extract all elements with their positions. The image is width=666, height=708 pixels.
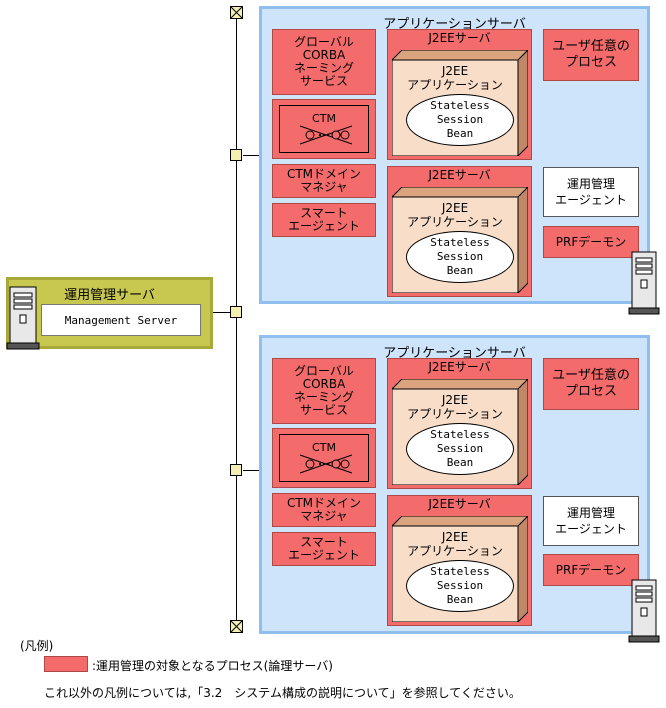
j2ee-server-box: J2EEサーバ J2EE アプリケーション Stateless Session … <box>387 166 532 297</box>
network-node-1 <box>230 149 242 161</box>
naming-service-box: グローバル CORBA ネーミング サービス <box>272 29 376 95</box>
link-line-1 <box>243 155 259 156</box>
smart-agent-box: スマート エージェント <box>272 203 376 237</box>
legend-swatch <box>44 656 88 672</box>
j2ee-server-title: J2EEサーバ <box>428 497 491 511</box>
app-server-title: アプリケーションサーバ <box>383 346 526 361</box>
stateless-session-bean: Stateless Session Bean <box>406 94 514 146</box>
app-server-title: アプリケーションサーバ <box>383 17 526 32</box>
j2ee-application-cube: J2EE アプリケーション Stateless Session Bean <box>392 516 528 622</box>
computer-icon <box>6 286 40 350</box>
legend-note: これ以外の凡例については,「3.2 システム構成の説明について」を参照してくださ… <box>44 686 521 700</box>
ctm-label: CTM <box>312 441 336 454</box>
j2ee-server-title: J2EEサーバ <box>428 360 491 374</box>
ctm-box: CTM <box>272 99 376 159</box>
prf-daemon-box: PRFデーモン <box>543 554 639 586</box>
j2ee-application-label: J2EE アプリケーション <box>407 393 503 421</box>
ctm-domain-manager-box: CTMドメイン マネジャ <box>272 164 376 198</box>
stateless-session-bean: Stateless Session Bean <box>406 423 514 475</box>
j2ee-server-box: J2EEサーバ J2EE アプリケーション Stateless Session … <box>387 29 532 160</box>
j2ee-application-label: J2EE アプリケーション <box>407 530 503 558</box>
j2ee-application-label: J2EE アプリケーション <box>407 201 503 229</box>
network-node-mgmt <box>230 306 242 318</box>
stateless-session-bean: Stateless Session Bean <box>406 560 514 612</box>
user-process-box: ユーザ任意の プロセス <box>543 29 639 81</box>
ctm-queue-icon <box>299 454 353 474</box>
j2ee-application-cube: J2EE アプリケーション Stateless Session Bean <box>392 50 528 156</box>
ctm-box: CTM <box>272 428 376 488</box>
management-server-box: 運用管理サーバ Management Server <box>6 277 213 349</box>
stateless-session-bean: Stateless Session Bean <box>406 231 514 283</box>
j2ee-server-box: J2EEサーバ J2EE アプリケーション Stateless Session … <box>387 495 532 626</box>
prf-daemon-box: PRFデーモン <box>543 226 639 258</box>
j2ee-server-box: J2EEサーバ J2EE アプリケーション Stateless Session … <box>387 358 532 489</box>
naming-service-box: グローバル CORBA ネーミング サービス <box>272 358 376 424</box>
computer-icon <box>628 579 660 643</box>
j2ee-application-label: J2EE アプリケーション <box>407 64 503 92</box>
j2ee-application-cube: J2EE アプリケーション Stateless Session Bean <box>392 379 528 485</box>
network-terminator-top <box>230 6 243 19</box>
management-server-title: 運用管理サーバ <box>64 288 155 303</box>
smart-agent-box: スマート エージェント <box>272 532 376 566</box>
computer-icon <box>628 251 660 315</box>
ctm-inner: CTM <box>279 434 369 482</box>
ctm-domain-manager-box: CTMドメイン マネジャ <box>272 493 376 527</box>
link-line-mgmt <box>212 312 230 313</box>
network-line <box>236 12 237 628</box>
management-agent-box: 運用管理 エージェント <box>543 167 639 217</box>
link-line-2 <box>243 470 259 471</box>
j2ee-server-title: J2EEサーバ <box>428 31 491 45</box>
management-agent-box: 運用管理 エージェント <box>543 496 639 546</box>
j2ee-server-title: J2EEサーバ <box>428 168 491 182</box>
ctm-queue-icon <box>299 125 353 145</box>
network-terminator-bottom <box>230 620 243 633</box>
legend-heading: (凡例) <box>20 639 54 653</box>
ctm-inner: CTM <box>279 105 369 153</box>
management-server-inner: Management Server <box>41 304 201 336</box>
ctm-label: CTM <box>312 112 336 125</box>
legend-item: :運用管理の対象となるプロセス(論理サーバ) <box>92 659 333 673</box>
j2ee-application-cube: J2EE アプリケーション Stateless Session Bean <box>392 187 528 293</box>
network-node-2 <box>230 464 242 476</box>
user-process-box: ユーザ任意の プロセス <box>543 358 639 410</box>
